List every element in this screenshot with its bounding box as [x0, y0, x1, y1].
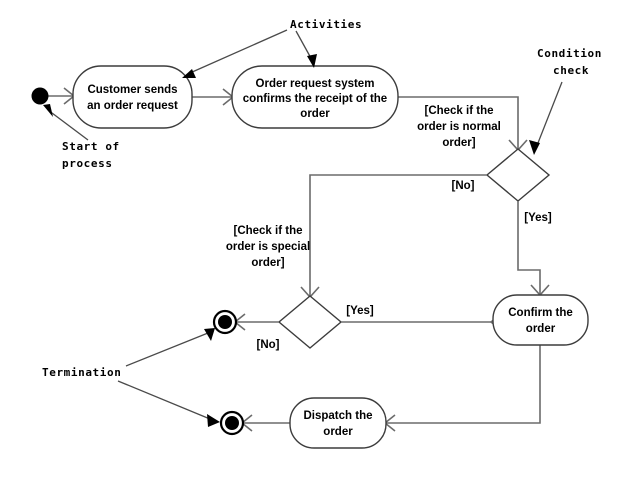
guard-special-line1: [Check if the	[233, 225, 302, 237]
leader-termination-to-final-lower	[117, 380, 211, 420]
leader-activities-to-orderconfirm	[295, 30, 313, 61]
arrowhead-start-of-process	[43, 104, 53, 117]
edge-decision-normal-yes	[517, 201, 541, 294]
activity-customer-sends-line1: Customer sends	[87, 84, 177, 96]
arrowhead-termination-to-final-lower	[207, 414, 220, 427]
leader-activities-to-customer	[189, 29, 288, 74]
activity-confirm-the-order[interactable]	[492, 294, 589, 346]
activity-order-request-system-confirms[interactable]	[231, 65, 399, 129]
activity-customer-sends-line2: an order request	[87, 100, 178, 112]
leader-termination-to-final-upper	[125, 332, 209, 367]
annotation-start-of-process-line2: process	[62, 157, 113, 170]
activity-dispatch-the-order[interactable]	[289, 397, 387, 449]
activity-dispatch-order-line1: Dispatch the	[303, 410, 372, 422]
leader-condition-check	[535, 81, 563, 149]
activity-order-confirm-line2: confirms the receipt of the	[243, 93, 387, 105]
guard-special-no-label: [No]	[257, 339, 280, 351]
annotation-condition-check-line1: Condition	[537, 47, 602, 60]
edge-decision-normal-no	[309, 174, 487, 296]
activity-confirm-order-line1: Confirm the	[508, 307, 573, 319]
activity-dispatch-order-line2: order	[323, 426, 353, 438]
annotation-start-of-process-line1: Start of	[62, 140, 120, 153]
activity-order-confirm-line1: Order request system	[256, 78, 375, 90]
activity-confirm-order-line2: order	[526, 323, 556, 335]
guard-normal-no-label: [No]	[452, 180, 475, 192]
guard-special-line3: order]	[251, 257, 284, 269]
initial-node[interactable]	[31, 87, 49, 105]
annotation-termination-label: Termination	[42, 366, 121, 379]
activity-order-confirm-line3: order	[300, 108, 330, 120]
arrowhead-condition-check	[529, 140, 540, 155]
guard-normal-line1: [Check if the	[424, 105, 493, 117]
activity-customer-sends-order-request[interactable]	[72, 65, 193, 129]
guard-normal-line3: order]	[442, 137, 475, 149]
final-node-upper[interactable]	[212, 309, 238, 335]
arrowhead-activities-to-orderconfirm	[307, 54, 317, 68]
guard-normal-line2: order is normal	[417, 121, 501, 133]
arrowhead-activities-to-customer	[182, 69, 196, 78]
guard-normal-yes-label: [Yes]	[524, 212, 552, 224]
decision-special-diamond	[277, 295, 343, 349]
decision-normal-diamond	[485, 148, 551, 202]
edge-confirm-to-dispatch	[386, 345, 541, 424]
guard-special-line2: order is special	[226, 241, 310, 253]
leader-start-of-process	[47, 109, 89, 141]
final-node-lower[interactable]	[219, 410, 245, 436]
edge-orderconfirm-to-decision-normal	[398, 96, 519, 149]
arrowhead-termination-to-final-upper	[204, 328, 215, 341]
guard-special-yes-label: [Yes]	[346, 305, 374, 317]
annotation-condition-check-line2: check	[553, 64, 589, 77]
annotation-activities-label: Activities	[290, 18, 362, 31]
